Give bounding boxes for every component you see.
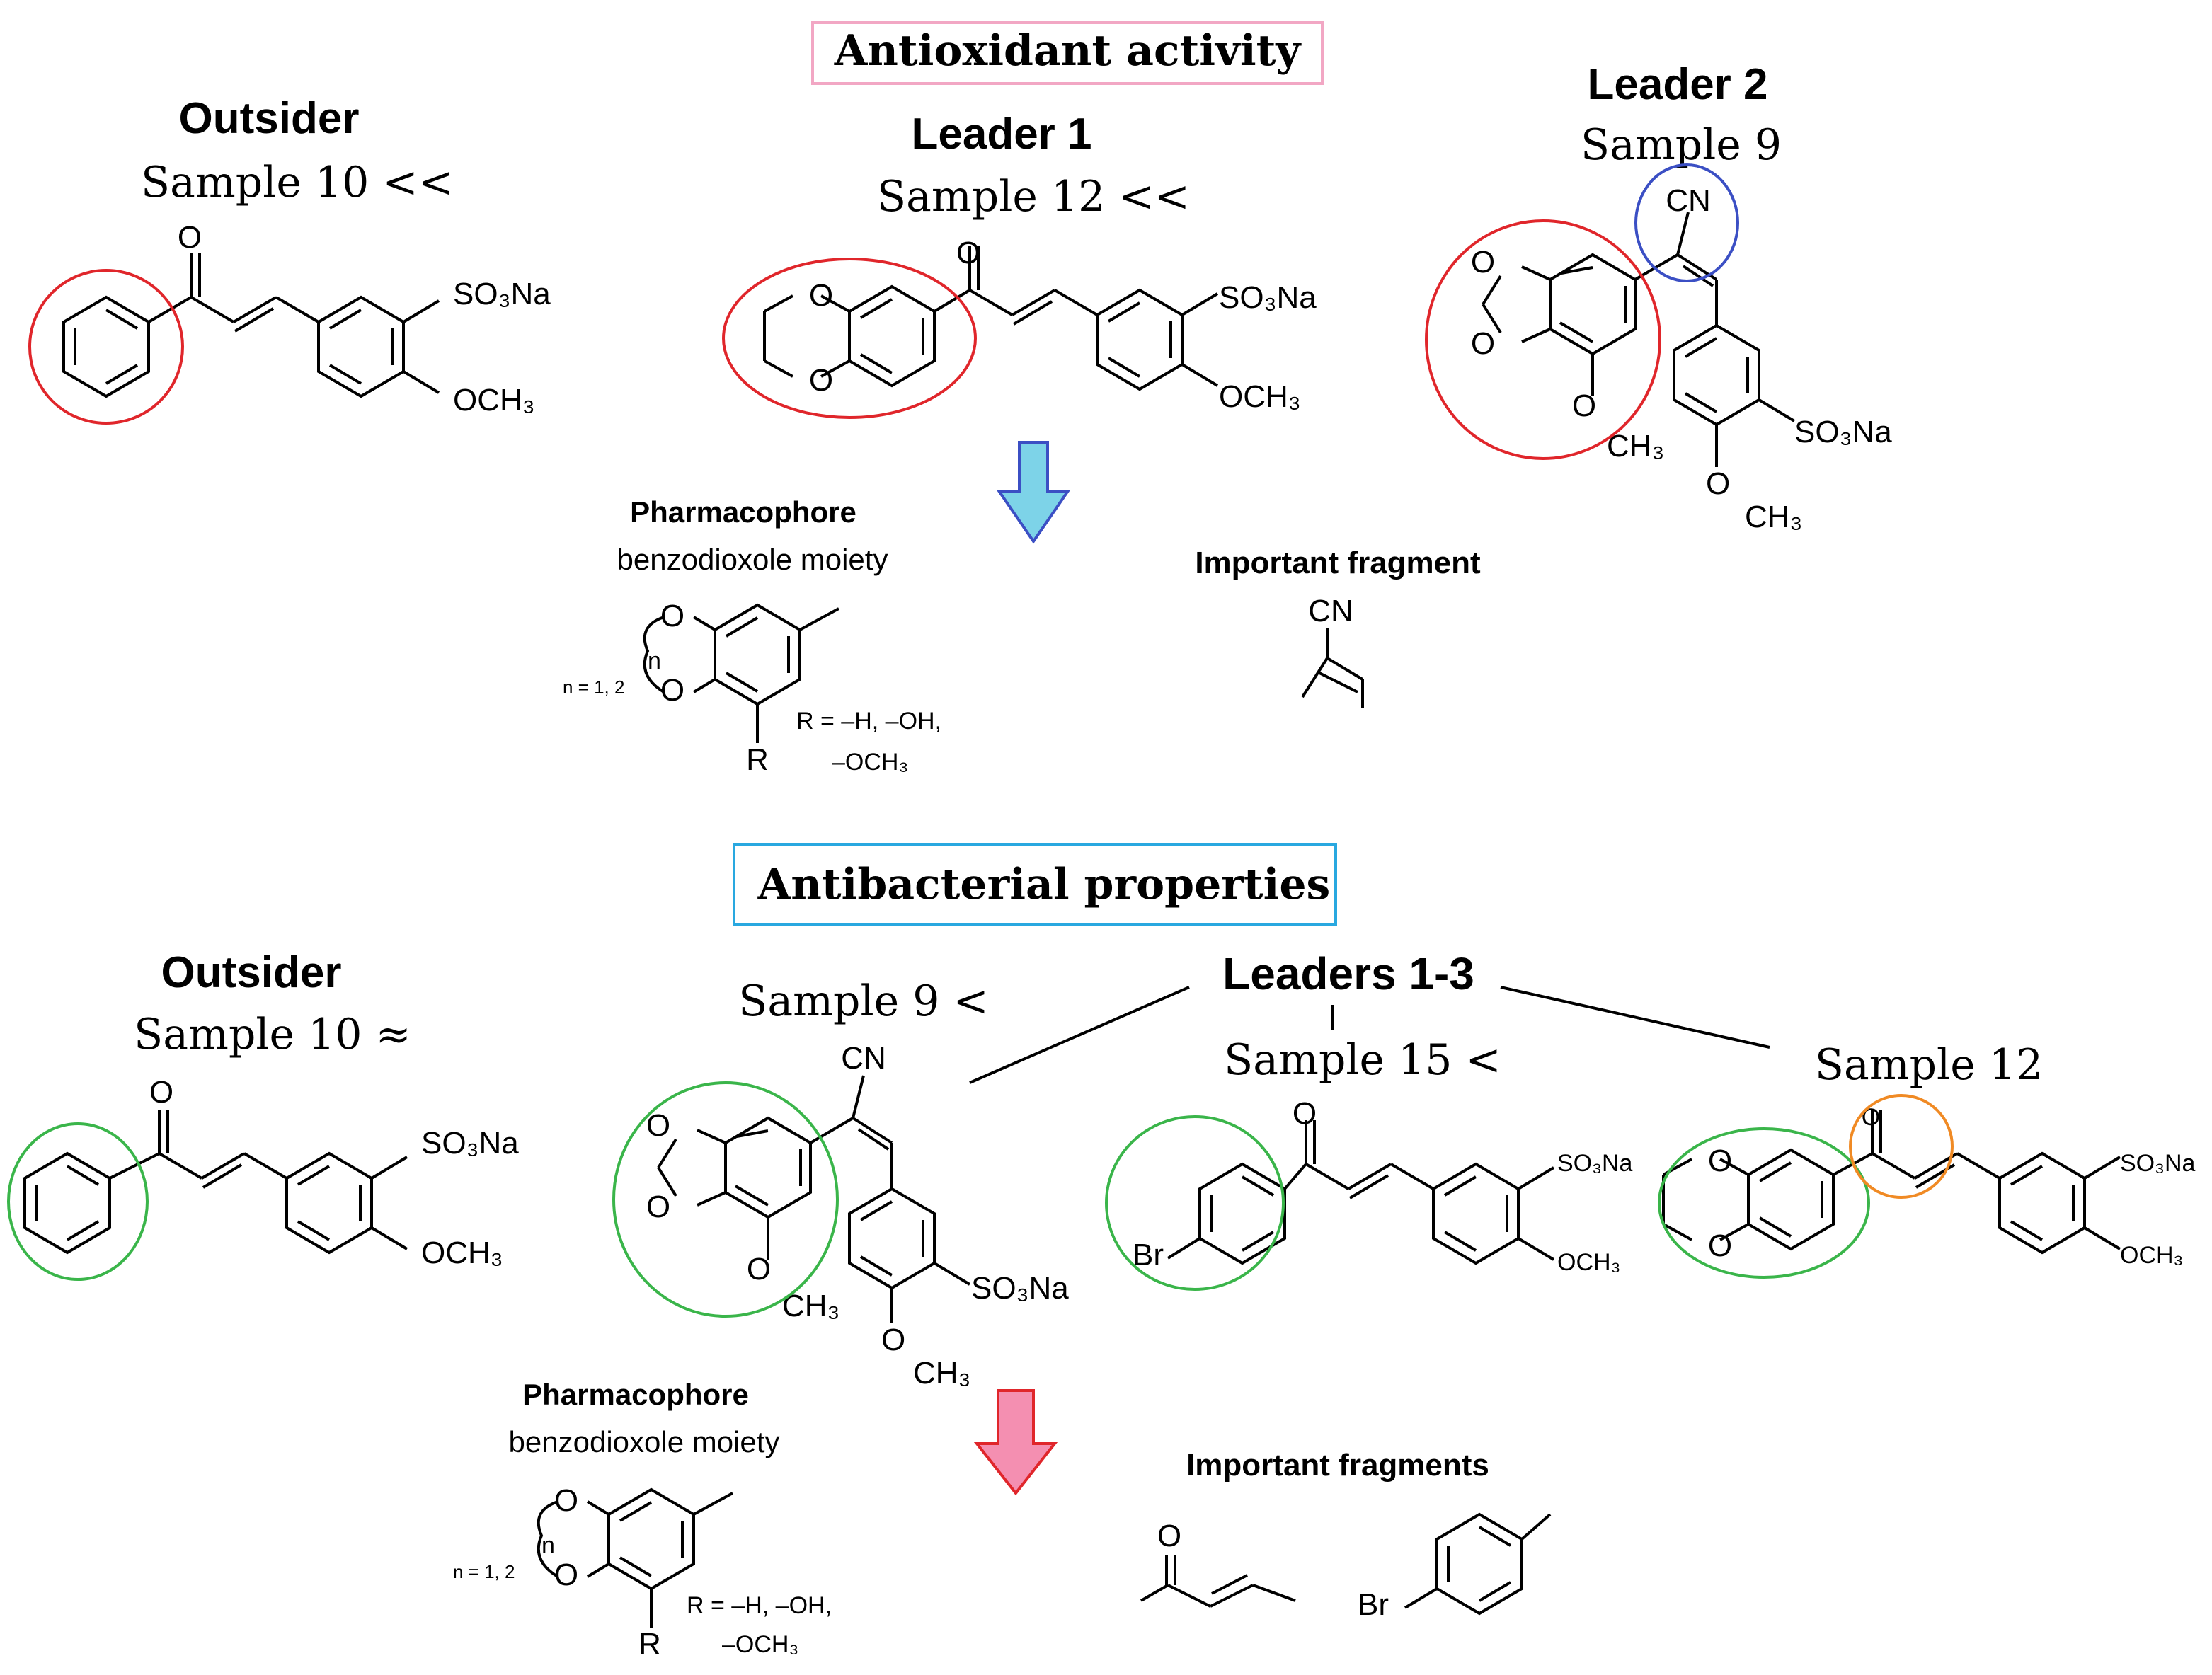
- r-values-line-1: R = –H, –OH,: [687, 1592, 832, 1619]
- antibacterial-pharmacophore-title: Pharmacophore: [522, 1378, 749, 1411]
- antibacterial-fragments-structures: O Br: [1140, 1512, 1552, 1622]
- sulfonate-label: SO₃Na: [1794, 415, 1892, 449]
- n-subscript: n: [648, 647, 661, 674]
- antioxidant-pharmacophore-structure: O O n n = 1, 2 R R = –H, –OH, –OCH₃: [563, 599, 941, 777]
- ab-outsider-label: Outsider: [161, 948, 342, 997]
- carbonyl-oxygen: O: [149, 1075, 173, 1110]
- sample-10-structure: O SO₃Na OCH₃: [62, 220, 551, 418]
- n-note: n = 1, 2: [453, 1561, 515, 1582]
- ab-sample12-green-highlight: [1658, 1127, 1870, 1279]
- fragment-cn: CN: [1308, 594, 1353, 628]
- carbonyl-oxygen: O: [956, 236, 980, 270]
- ab-sample9-green-highlight: [612, 1081, 839, 1318]
- r-values-line-2: –OCH₃: [722, 1631, 798, 1658]
- ab-sample9-label: Sample 9 <: [738, 977, 988, 1026]
- antioxidant-fragment-structure: CN: [1301, 594, 1364, 708]
- ab-sample-15-structure: Br O SO₃Na OCH₃: [1133, 1096, 1633, 1276]
- methoxy-methyl: CH₃: [913, 1356, 970, 1391]
- antioxidant-title-box: [811, 21, 1324, 85]
- r-label: R: [638, 1627, 661, 1662]
- fragment-carbonyl-oxygen: O: [1157, 1519, 1181, 1553]
- antibacterial-pharmacophore-subtitle: benzodioxole moiety: [509, 1425, 780, 1458]
- pharm-oxygen-2: O: [660, 673, 684, 708]
- leaders-label: Leaders 1-3: [1222, 948, 1474, 999]
- methoxy-label: OCH₃: [1557, 1249, 1620, 1276]
- leader1-label: Leader 1: [911, 110, 1091, 159]
- sample-9-structure: CN SO₃Na O CH₃ O O O CH₃: [1471, 183, 1892, 534]
- outsider-red-highlight: [28, 269, 184, 425]
- antioxidant-fragment-title: Important fragment: [1195, 546, 1481, 580]
- leader1-sample: Sample 12 <<: [877, 172, 1190, 221]
- fragment-bromo-label: Br: [1358, 1587, 1389, 1622]
- sample-12-structure: O O O SO₃Na OCH₃: [763, 236, 1317, 414]
- sulfonate-label: SO₃Na: [421, 1126, 519, 1161]
- dioxole-oxygen-2: O: [1471, 326, 1495, 361]
- n-note: n = 1, 2: [563, 677, 624, 698]
- pharm-oxygen-1: O: [554, 1483, 578, 1518]
- carbonyl-oxygen: O: [1293, 1096, 1317, 1131]
- ab-sample-9-structure: CN SO₃Na O CH₃ O O O CH₃: [646, 1041, 1069, 1391]
- ab-sample-12-structure: O O O SO₃Na OCH₃: [1662, 1104, 2196, 1269]
- ab-sample15-label: Sample 15 <: [1224, 1035, 1501, 1085]
- outsider-sample: Sample 10 <<: [141, 158, 454, 207]
- antibacterial-title: Antibacterial properties: [757, 860, 1331, 909]
- leader2-label: Leader 2: [1587, 60, 1767, 109]
- ab-sample12-orange-highlight: [1849, 1094, 1954, 1199]
- carbonyl-oxygen: O: [178, 220, 202, 255]
- nitrile-label: CN: [1666, 183, 1711, 218]
- ab-sample-10-structure: O SO₃Na OCH₃: [23, 1075, 519, 1270]
- antioxidant-down-arrow: [997, 441, 1070, 544]
- methoxy-label: OCH₃: [1219, 379, 1301, 414]
- dioxane-oxygen-2: O: [809, 363, 833, 398]
- n-subscript: n: [541, 1532, 555, 1559]
- nitrile-label: CN: [841, 1041, 886, 1076]
- methoxy-oxygen: O: [1706, 466, 1730, 501]
- leader2-sample: Sample 9: [1581, 120, 1782, 170]
- antioxidant-pharmacophore-title: Pharmacophore: [630, 495, 856, 529]
- antioxidant-title: Antioxidant activity: [834, 26, 1302, 76]
- ab-sample15-green-highlight: [1105, 1115, 1285, 1291]
- sulfonate-label: SO₃Na: [2120, 1150, 2196, 1177]
- ab-sample12-label: Sample 12: [1815, 1040, 2043, 1090]
- antibacterial-pharmacophore-structure: O O n n = 1, 2 R R = –H, –OH, –OCH₃: [453, 1483, 832, 1662]
- ring-methoxy-methyl: CH₃: [1607, 429, 1664, 464]
- antibacterial-down-arrow: [973, 1389, 1058, 1496]
- dioxole-oxygen-1: O: [1471, 245, 1495, 280]
- leader2-red-highlight: [1425, 219, 1661, 460]
- sulfonate-label: SO₃Na: [1219, 280, 1317, 315]
- carbonyl-oxygen: O: [1862, 1104, 1880, 1131]
- dioxane-oxygen-1: O: [809, 278, 833, 313]
- bromo-label: Br: [1133, 1238, 1164, 1272]
- leader1-red-highlight: [722, 258, 977, 419]
- ab-outsider-sample: Sample 10 ≈: [134, 1010, 411, 1059]
- ring-methoxy-oxygen: O: [1572, 388, 1596, 423]
- ring-methoxy-oxygen: O: [747, 1252, 771, 1287]
- antioxidant-pharmacophore-subtitle: benzodioxole moiety: [617, 543, 888, 576]
- methoxy-label: OCH₃: [453, 383, 535, 418]
- pharm-oxygen-1: O: [660, 599, 684, 633]
- methoxy-methyl: CH₃: [1745, 500, 1802, 534]
- sulfonate-label: SO₃Na: [1557, 1150, 1633, 1177]
- r-label: R: [746, 742, 769, 777]
- sulfonate-label: SO₃Na: [971, 1271, 1069, 1306]
- methoxy-label: OCH₃: [2120, 1242, 2183, 1269]
- antibacterial-fragments-title: Important fragments: [1186, 1448, 1489, 1483]
- outsider-label: Outsider: [179, 94, 360, 143]
- methoxy-label: OCH₃: [421, 1236, 503, 1270]
- leader2-blue-highlight: [1634, 163, 1739, 282]
- r-values-line-2: –OCH₃: [832, 749, 908, 776]
- antibacterial-title-box: [733, 843, 1337, 926]
- pharm-oxygen-2: O: [554, 1558, 578, 1592]
- dioxane-oxygen-1: O: [1708, 1144, 1732, 1178]
- sulfonate-label: SO₃Na: [453, 277, 551, 311]
- methoxy-oxygen: O: [881, 1323, 905, 1357]
- r-values-line-1: R = –H, –OH,: [796, 708, 941, 735]
- leaders-connector-lines: [969, 986, 1770, 1084]
- ab-outsider-green-highlight: [7, 1122, 149, 1281]
- dioxane-oxygen-2: O: [1708, 1228, 1732, 1263]
- dioxole-oxygen-2: O: [646, 1190, 670, 1224]
